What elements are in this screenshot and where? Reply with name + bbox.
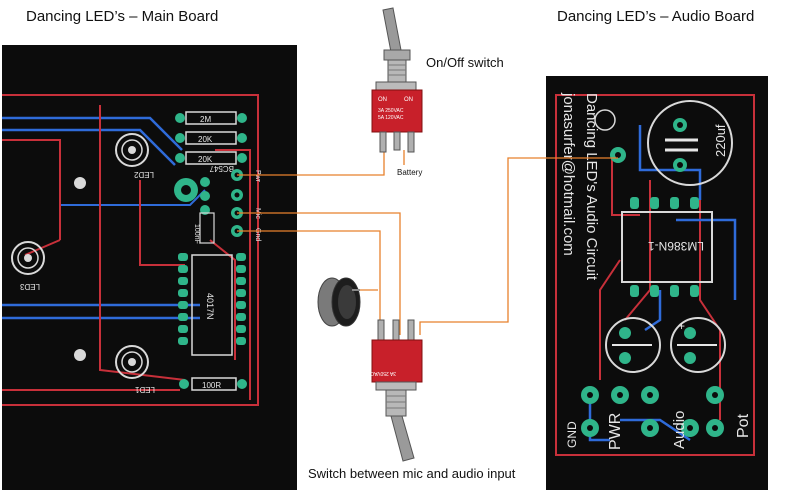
audio-silk-ic: LM386N-1	[648, 239, 704, 253]
audio-board-title: Dancing LED’s – Audio Board	[557, 8, 755, 25]
main-silk-ic: 4017N	[205, 293, 215, 320]
main-silk-led2: LED2	[133, 170, 154, 179]
onoff-rating2: 5A 120VAC	[378, 115, 404, 121]
audio-bottom-pads: GND PWR Audio Pot	[565, 386, 752, 450]
wire-mic-to-switch	[237, 212, 401, 335]
main-silk-pwr: Pwr	[254, 170, 261, 183]
onoff-on-left: ON	[378, 97, 387, 103]
audio-cap-right: +	[670, 317, 726, 373]
audio-silk-audio: Audio	[671, 411, 688, 449]
main-resistor-r4: 100R	[179, 377, 247, 391]
main-silk-r1: 2M	[200, 115, 211, 124]
audio-silk-email: jonasurfer@hotmail.com	[560, 92, 577, 256]
main-silk-led3: LED3	[19, 282, 40, 291]
audio-ic-lm386: LM386N-1	[621, 197, 713, 297]
main-board-title: Dancing LED’s – Main Board	[26, 8, 219, 25]
main-silk-cap: 100nF	[193, 224, 200, 244]
mic-switch-label: Switch between mic and audio input	[308, 466, 516, 481]
audio-silk-pot: Pot	[735, 413, 752, 438]
mic-audio-toggle-switch: 3A 250VAC	[370, 319, 423, 462]
main-led-footprint-2	[115, 133, 149, 167]
audio-cap-left	[605, 317, 661, 373]
main-led-footprint-1	[115, 345, 149, 379]
main-led-footprint-4	[174, 178, 198, 202]
microphone	[317, 277, 361, 327]
main-resistor-r1: 2M	[175, 111, 247, 125]
main-resistor-r2: 20K	[175, 131, 247, 145]
audio-silk-cap: 220uf	[713, 124, 728, 157]
main-resistor-r3: 20K	[175, 151, 247, 165]
wire-gnd-to-mic	[237, 230, 381, 335]
battery-label: Battery	[397, 168, 423, 177]
main-silk-gnd: Gnd	[254, 228, 261, 241]
audio-silk-gnd: GND	[565, 421, 579, 448]
wire-switch-to-audio	[419, 157, 618, 335]
audio-silk-pwr: PWR	[607, 413, 624, 450]
onoff-rating1: 3A 250VAC	[378, 108, 404, 114]
main-silk-led1: LED1	[134, 385, 155, 394]
onoff-toggle-switch: ON ON 3A 250VAC 5A 120VAC	[371, 7, 423, 153]
audio-cap-220uf: 220uf	[647, 100, 733, 186]
connection-wires	[237, 150, 618, 335]
onoff-switch-label: On/Off switch	[426, 55, 504, 70]
main-silk-r3: 20K	[198, 155, 213, 164]
audio-silk-name: Dancing LED's Audio Circuit	[583, 93, 600, 281]
main-ic-4017: 4017N	[178, 253, 246, 356]
main-silk-r4: 100R	[202, 381, 221, 390]
onoff-on-right: ON	[404, 97, 413, 103]
audio-board-pcb: 220uf LM386N-1 jonasurfer@hotmail.com Da…	[546, 76, 768, 490]
wire-pwr-to-switch	[237, 150, 385, 176]
main-silk-r2: 20K	[198, 135, 213, 144]
audio-silk-plus: +	[678, 319, 685, 333]
mic-rating1: 3A 250VAC	[370, 370, 396, 376]
main-silk-transistor: BC547	[209, 164, 234, 173]
main-capacitor: 100nF	[193, 212, 215, 244]
main-board-pcb: LED2 LED1 LED3 2M 20K 20K BC547	[2, 45, 297, 490]
main-led-footprint-3	[11, 241, 45, 275]
main-silk-mic: Mic	[254, 208, 261, 219]
